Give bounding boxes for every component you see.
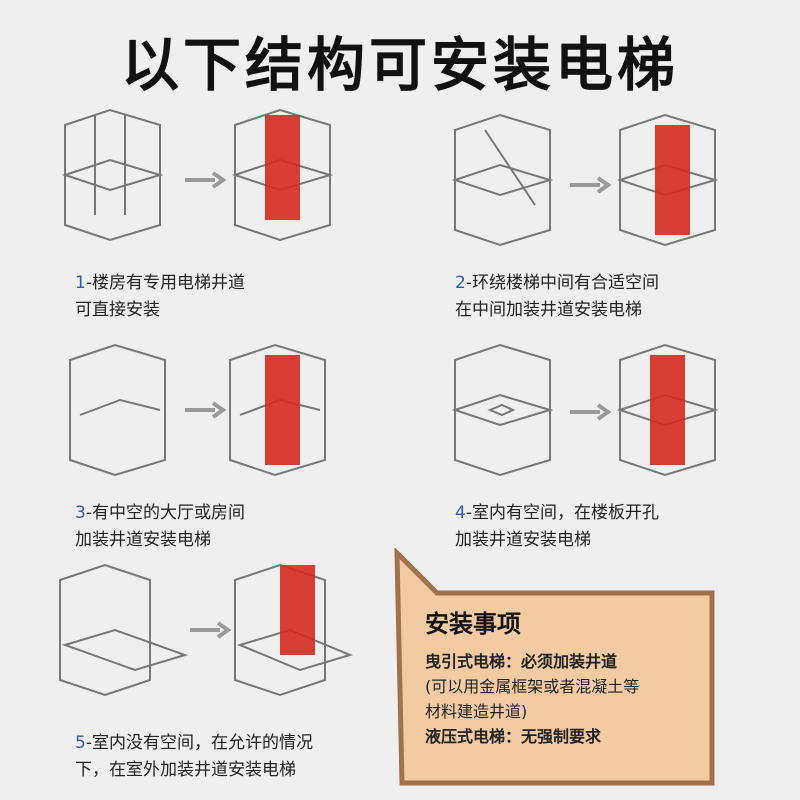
arrow-icon — [185, 401, 227, 419]
figure-5-exterior-shaft — [59, 563, 353, 697]
arrow-icon — [185, 171, 227, 189]
elevator-shaft — [265, 115, 300, 220]
caption-3: 3-有中空的大厅或房间 加装井道安装电梯 — [75, 503, 245, 550]
note-traction-detail-2: 材料建造井道) — [425, 702, 528, 721]
caption-1: 1-楼房有专用电梯井道 可直接安装 — [75, 273, 245, 320]
elevator-shaft — [265, 355, 300, 465]
arrow-icon — [570, 403, 612, 421]
page-title: 以下结构可安装电梯 — [120, 31, 679, 99]
elevator-shaft — [655, 125, 690, 235]
figure-3-open-hall — [69, 343, 326, 477]
note-hydraulic: 液压式电梯：无强制要求 — [425, 727, 602, 746]
caption-2: 2-环绕楼梯中间有合适空间 在中间加装井道安装电梯 — [455, 273, 659, 320]
caption-4: 4-室内有空间，在楼板开孔 加装井道安装电梯 — [455, 503, 659, 550]
figure-1-dedicated-shaft — [61, 108, 334, 242]
note-card: 安装事项 曳引式电梯：必须加装井道 (可以用金属框架或者混凝土等 材料建造井道)… — [425, 604, 715, 749]
note-traction: 曳引式电梯：必须加装井道 — [425, 652, 618, 671]
elevator-shaft — [650, 355, 685, 465]
caption-5: 5-室内没有空间，在允许的情况 下，在室外加装井道安装电梯 — [75, 733, 313, 780]
arrow-icon — [190, 621, 232, 639]
arrow-icon — [570, 176, 612, 194]
elevator-shaft — [280, 565, 315, 655]
note-traction-detail-1: (可以用金属框架或者混凝土等 — [425, 677, 640, 696]
figure-2-stairwell — [451, 113, 719, 247]
note-title: 安装事项 — [425, 610, 521, 638]
figure-4-floor-opening — [451, 343, 719, 477]
note-card-background — [394, 548, 715, 786]
